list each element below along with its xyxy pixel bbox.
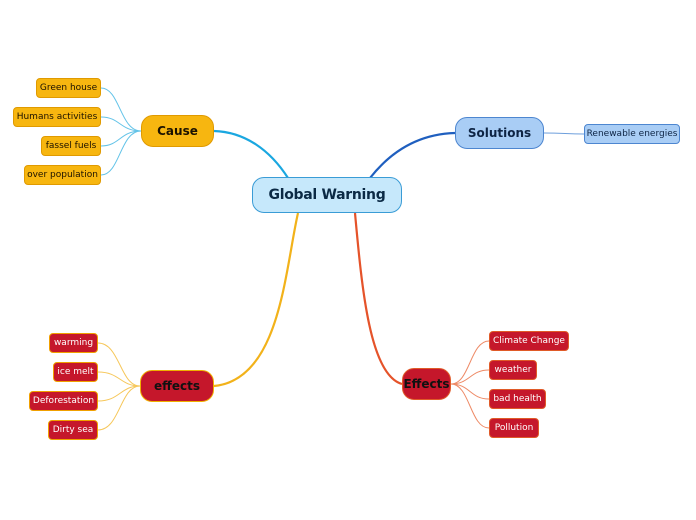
subtopic-solutions-1[interactable]: Renewable energies bbox=[584, 124, 680, 144]
main-topic-cause[interactable]: Cause bbox=[141, 115, 214, 147]
subtopic-effects-left-3[interactable]: Deforestation bbox=[29, 391, 98, 411]
branch-solutions bbox=[369, 131, 456, 179]
leaf-line-effects-left-2 bbox=[97, 371, 141, 387]
leaf-line-cause-1 bbox=[100, 87, 142, 132]
subtopic-cause-1[interactable]: Green house bbox=[36, 78, 101, 98]
subtopic-cause-4[interactable]: over population bbox=[24, 165, 101, 185]
main-topic-effects-left[interactable]: effects bbox=[140, 370, 214, 402]
leaf-line-cause-4 bbox=[100, 130, 142, 176]
leaf-line-effects-right-2 bbox=[450, 369, 490, 385]
main-topic-effects-right[interactable]: Effects bbox=[402, 368, 451, 400]
leaf-line-effects-left-1 bbox=[97, 342, 141, 387]
branch-cause bbox=[213, 129, 289, 179]
subtopic-effects-left-1[interactable]: warming bbox=[49, 333, 98, 353]
subtopic-effects-right-4[interactable]: Pollution bbox=[489, 418, 539, 438]
leaf-line-cause-3 bbox=[100, 130, 142, 147]
leaf-line-effects-right-1 bbox=[450, 340, 490, 385]
subtopic-cause-2[interactable]: Humans activities bbox=[13, 107, 101, 127]
main-topic-solutions[interactable]: Solutions bbox=[455, 117, 544, 149]
leaf-line-effects-right-3 bbox=[450, 383, 490, 400]
leaf-line-cause-2 bbox=[100, 116, 142, 132]
leaf-line-effects-right-4 bbox=[450, 383, 490, 429]
branch-effects-right bbox=[353, 212, 403, 386]
branch-effects-left bbox=[213, 212, 300, 388]
subtopic-cause-3[interactable]: fassel fuels bbox=[41, 136, 101, 156]
leaf-line-solutions-1 bbox=[543, 132, 585, 135]
subtopic-effects-left-4[interactable]: Dirty sea bbox=[48, 420, 98, 440]
subtopic-effects-left-2[interactable]: ice melt bbox=[53, 362, 98, 382]
central-topic[interactable]: Global Warning bbox=[252, 177, 402, 213]
subtopic-effects-right-2[interactable]: weather bbox=[489, 360, 537, 380]
leaf-line-effects-left-4 bbox=[97, 385, 141, 431]
subtopic-effects-right-1[interactable]: Climate Change bbox=[489, 331, 569, 351]
subtopic-effects-right-3[interactable]: bad health bbox=[489, 389, 546, 409]
